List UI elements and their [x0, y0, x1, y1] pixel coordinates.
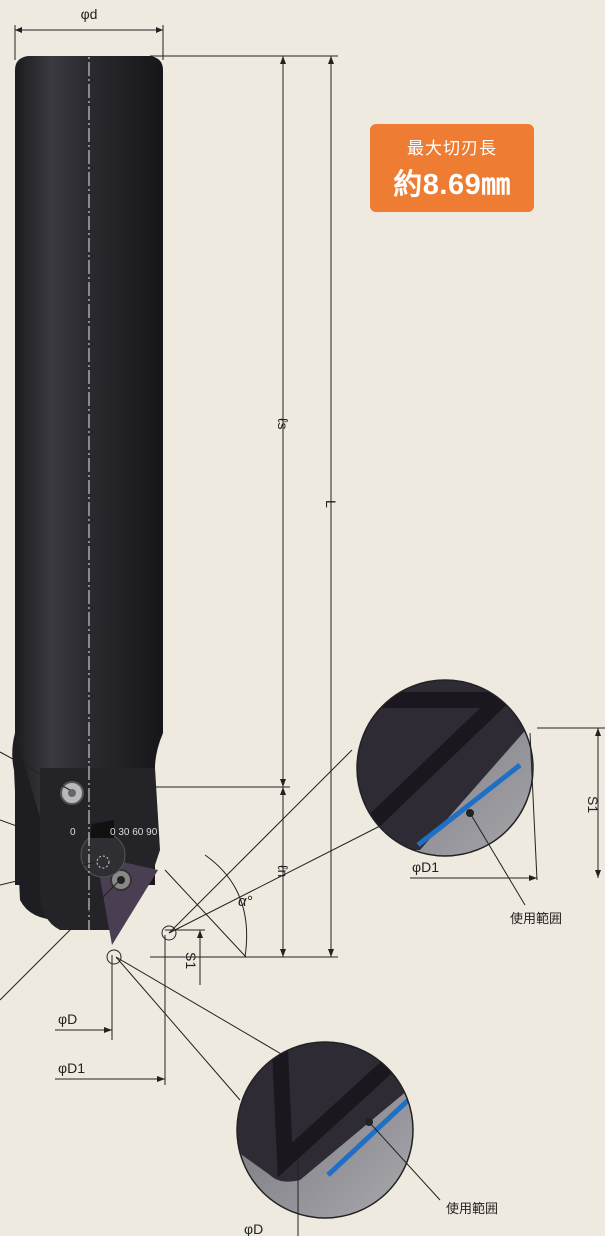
- dim-S1-label: S1: [183, 952, 199, 969]
- detail-lower: [236, 1041, 441, 1236]
- badge-title: 最大切刃長: [407, 139, 497, 158]
- dim-ln-label: ℓn: [275, 865, 291, 877]
- detail-lower-d-label: φD: [244, 1221, 263, 1236]
- corner-marker-upper: [161, 925, 177, 941]
- dim-D1-label: φD1: [58, 1060, 85, 1076]
- arrowheads: [15, 27, 334, 1082]
- detail-upper-range-label: 使用範囲: [510, 911, 562, 926]
- detail-lower-range-label: 使用範囲: [446, 1201, 498, 1216]
- dim-L-label: L: [323, 500, 339, 508]
- detail-upper: [356, 679, 605, 906]
- dimension-lines: [0, 25, 381, 1101]
- dim-ls-label: ℓs: [275, 418, 291, 430]
- dim-alpha-label: α°: [238, 893, 253, 910]
- angle-scale: 0 30 60 90: [110, 827, 158, 838]
- dim-D-label: φD: [58, 1011, 77, 1027]
- tool-head: [40, 768, 160, 945]
- corner-marker-lower: [106, 949, 122, 965]
- dim-d-label: φd: [81, 6, 98, 22]
- detail-upper-d1-label: φD1: [412, 859, 439, 875]
- badge-value: 約8.69㎜: [393, 169, 511, 201]
- max-cutting-length-badge: 最大切刃長 約8.69㎜: [370, 124, 534, 212]
- detail-upper-s1-label: S1: [585, 796, 601, 813]
- scale-zero: 0: [70, 827, 76, 838]
